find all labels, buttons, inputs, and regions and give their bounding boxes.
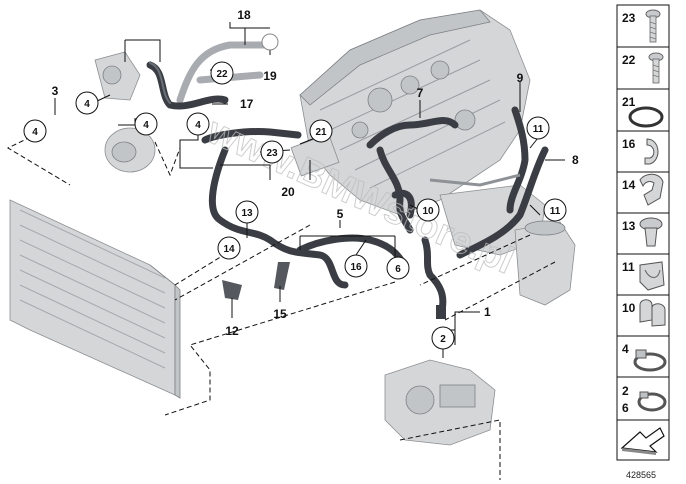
clip-icon <box>644 138 659 165</box>
callout-14: 14 <box>217 236 241 260</box>
svg-text:16: 16 <box>622 137 636 151</box>
callout-9: 9 <box>517 71 524 85</box>
radiator-illustration <box>9 199 181 399</box>
svg-text:19: 19 <box>263 69 277 83</box>
svg-text:4: 4 <box>622 342 629 356</box>
double-clip-icon <box>639 299 666 327</box>
svg-text:9: 9 <box>517 71 524 85</box>
expanding-rivet-icon <box>639 217 663 247</box>
hose-clamp-icon <box>633 349 667 372</box>
holder-clip-icon <box>639 173 664 206</box>
callout-23: 23 <box>260 140 284 164</box>
arrow-shim-icon <box>620 427 665 455</box>
callout-17: 17 <box>240 97 254 111</box>
svg-text:4: 4 <box>195 120 201 131</box>
callout-11-a: 11 <box>526 116 550 140</box>
callout-7: 7 <box>417 86 424 100</box>
svg-text:2: 2 <box>440 334 446 345</box>
callout-19: 19 <box>261 33 279 83</box>
callout-15: 15 <box>273 307 287 321</box>
sidebar-item-10: 10 <box>622 299 666 327</box>
water-pump-illustration <box>94 51 156 173</box>
callout-10: 10 <box>416 198 440 222</box>
sidebar-item-21: 21 <box>622 95 664 128</box>
sidebar-item-4: 4 <box>622 342 667 372</box>
svg-text:16: 16 <box>350 262 362 273</box>
svg-text:14: 14 <box>622 178 636 192</box>
o-ring-icon <box>628 106 664 128</box>
sidebar-item-22: 22 <box>622 52 664 84</box>
spring-clamp-icon <box>637 391 667 412</box>
svg-text:5: 5 <box>337 207 344 221</box>
callout-3: 3 <box>52 84 59 98</box>
callout-21: 21 <box>309 119 333 143</box>
callout-13: 13 <box>235 200 259 224</box>
svg-text:12: 12 <box>225 324 239 338</box>
callout-4-b: 4 <box>23 119 47 143</box>
callout-4-c: 4 <box>134 112 158 136</box>
svg-text:11: 11 <box>533 124 544 135</box>
callout-12: 12 <box>225 324 239 338</box>
screw-icon <box>648 52 664 84</box>
svg-text:21: 21 <box>315 127 327 138</box>
small-parts-sidebar: 23 22 21 16 <box>616 4 670 461</box>
bracket-illustrations <box>222 262 446 319</box>
bolt-icon <box>645 9 661 43</box>
callout-4-a: 4 <box>75 91 99 115</box>
hose-clip-icon <box>639 261 665 291</box>
callout-8: 8 <box>572 153 579 167</box>
svg-text:11: 11 <box>550 206 561 217</box>
svg-text:22: 22 <box>216 69 228 80</box>
svg-text:23: 23 <box>266 148 278 159</box>
svg-text:17: 17 <box>240 97 254 111</box>
svg-text:4: 4 <box>84 99 90 110</box>
sidebar-item-23: 23 <box>622 9 661 43</box>
svg-text:13: 13 <box>622 219 636 233</box>
callout-11-b: 11 <box>543 198 567 222</box>
engine-block-illustration <box>290 9 576 306</box>
callout-1: 1 <box>484 305 491 319</box>
svg-text:4: 4 <box>143 120 149 131</box>
sidebar-item-14: 14 <box>622 173 664 206</box>
document-number: 428565 <box>626 470 656 480</box>
sidebar-item-11: 11 <box>622 260 665 291</box>
svg-text:6: 6 <box>395 264 401 275</box>
svg-text:15: 15 <box>273 307 287 321</box>
svg-text:8: 8 <box>572 153 579 167</box>
svg-text:2: 2 <box>622 384 629 398</box>
callout-20: 20 <box>281 185 295 199</box>
auxiliary-pump-illustration <box>384 359 496 446</box>
svg-text:14: 14 <box>223 244 235 255</box>
callout-4-d: 4 <box>186 112 210 136</box>
svg-text:7: 7 <box>417 86 424 100</box>
svg-text:4: 4 <box>32 127 38 138</box>
svg-text:10: 10 <box>622 301 636 315</box>
svg-text:3: 3 <box>52 84 59 98</box>
svg-text:1: 1 <box>484 305 491 319</box>
callout-5: 5 <box>337 207 344 221</box>
svg-text:20: 20 <box>281 185 295 199</box>
sidebar-item-13: 13 <box>622 217 663 247</box>
svg-text:13: 13 <box>241 208 253 219</box>
callout-16: 16 <box>344 254 368 278</box>
svg-text:10: 10 <box>422 206 434 217</box>
sidebar-item-arrow <box>620 427 665 455</box>
svg-text:21: 21 <box>622 95 636 109</box>
sidebar-item-2-6: 2 6 <box>622 384 667 415</box>
svg-text:22: 22 <box>622 53 636 67</box>
sidebar-item-16: 16 <box>622 137 659 165</box>
svg-text:18: 18 <box>237 8 251 22</box>
svg-text:23: 23 <box>622 11 636 25</box>
callout-22: 22 <box>210 61 234 85</box>
callout-18: 18 <box>237 8 251 22</box>
svg-text:11: 11 <box>622 260 635 274</box>
callout-2: 2 <box>431 326 455 350</box>
svg-text:6: 6 <box>622 401 629 415</box>
callout-6: 6 <box>386 256 410 280</box>
